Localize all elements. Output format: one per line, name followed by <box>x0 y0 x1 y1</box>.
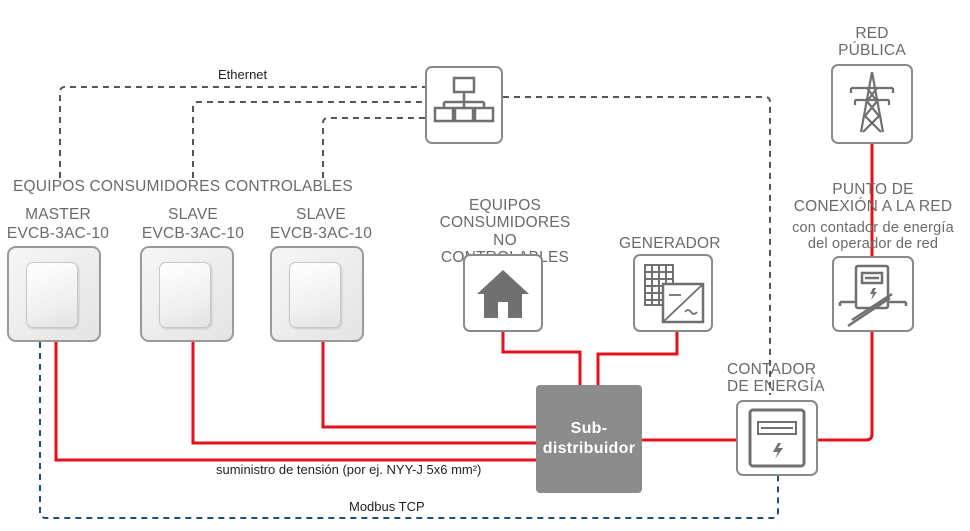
power-line-meter-to-grid <box>818 331 874 442</box>
network-switch-box <box>425 66 503 144</box>
energy-meter-box <box>736 400 818 476</box>
controllable-group-label: EQUIPOS CONSUMIDORES CONTROLABLES <box>13 178 353 195</box>
contador-label: CONTADOR DE ENERGÍA <box>727 361 825 396</box>
wallbox-icon <box>289 262 341 328</box>
master-wallbox <box>7 246 101 342</box>
grid-meter-box <box>832 256 914 332</box>
generator-box <box>633 254 713 332</box>
ethernet-line-meter <box>503 96 771 395</box>
power-line-slave1 <box>191 342 536 445</box>
house-box <box>463 254 543 332</box>
slave1-model: EVCB-3AC-10 <box>141 225 245 242</box>
wallbox-icon <box>26 262 78 328</box>
power-line-slave2 <box>321 342 536 429</box>
ethernet-label: Ethernet <box>218 67 268 82</box>
punto-conexion-label: PUNTO DE CONEXIÓN A LA RED <box>793 181 953 216</box>
ethernet-line-slave1 <box>192 101 425 178</box>
slave2-model: EVCB-3AC-10 <box>269 225 373 242</box>
suministro-label: suministro de tensión (por ej. NYY-J 5x6… <box>216 462 482 477</box>
slave1-wallbox <box>140 246 234 342</box>
energy-meter-icon <box>748 408 806 468</box>
ethernet-line-slave2 <box>322 117 425 178</box>
slave1-role: SLAVE <box>168 206 218 223</box>
ethernet-line-master <box>59 86 425 178</box>
solar-inverter-icon <box>644 264 705 324</box>
modbus-label: Modbus TCP <box>349 499 425 514</box>
master-role: MASTER <box>25 206 91 223</box>
slave2-role: SLAVE <box>296 206 346 223</box>
modbus-line <box>39 342 779 519</box>
network-switch-icon <box>433 76 495 123</box>
subdistribuidor-label: Sub- distribuidor <box>542 420 636 457</box>
generador-label: GENERADOR <box>619 235 721 252</box>
public-grid-box <box>831 64 913 144</box>
grid-meter-icon <box>838 264 908 328</box>
power-tower-icon <box>849 71 895 133</box>
punto-conexion-sub-label: con contador de energía del operador de … <box>792 220 954 253</box>
power-line-master <box>54 342 536 462</box>
house-icon <box>477 270 529 318</box>
slave2-wallbox <box>270 246 364 342</box>
power-line-generator <box>596 331 679 385</box>
wallbox-icon <box>159 262 211 328</box>
power-line-house <box>501 331 582 385</box>
master-model: EVCB-3AC-10 <box>6 225 110 242</box>
red-publica-label: RED PÚBLICA <box>838 25 906 60</box>
subdistribuidor-box: Sub- distribuidor <box>536 385 642 493</box>
